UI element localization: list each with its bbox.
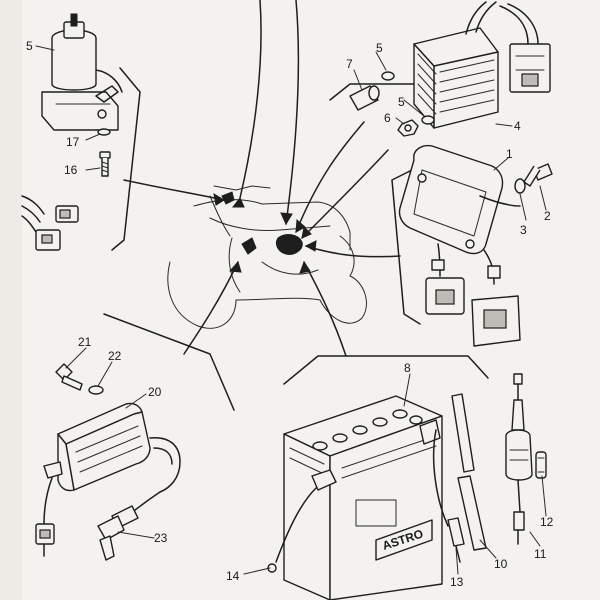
callout-3: 3: [520, 223, 527, 237]
callout-21: 21: [78, 335, 92, 349]
ignition-switch-assembly: [21, 13, 123, 251]
callout-17: 17: [66, 135, 80, 149]
callout-10: 10: [494, 557, 508, 571]
location-arrows: [123, 0, 401, 357]
callout-23: 23: [154, 531, 168, 545]
rectifier-assembly: [349, 1, 551, 137]
location-blob-switch: [221, 191, 235, 205]
callout-1: 1: [506, 147, 513, 161]
callout-11: 11: [534, 547, 547, 561]
frame-battery: [283, 355, 489, 385]
callout-13: 13: [450, 575, 464, 589]
group-frames: [103, 67, 495, 411]
callout-22: 22: [108, 349, 122, 363]
callout-4: 4: [514, 119, 521, 133]
callout-5-rectifier-top: 5: [376, 41, 383, 55]
callout-14: 14: [226, 569, 240, 583]
battery-assembly: ASTRO: [267, 393, 487, 600]
callout-5-rectifier-bottom: 5: [398, 95, 405, 109]
callout-8: 8: [404, 361, 411, 375]
frame-regulator: [391, 169, 421, 325]
callout-labels: 5 17 16 5 7 5 6 4 1 3 2 21 22 20 23 8 10…: [26, 39, 554, 589]
callout-16: 16: [64, 163, 78, 177]
frame-ignition-switch: [111, 67, 141, 251]
frame-coil: [103, 313, 235, 411]
location-blob-coil: [241, 237, 257, 255]
ignition-coil-assembly: [35, 363, 181, 561]
location-blob-regulator: [275, 234, 303, 255]
callout-6: 6: [384, 111, 391, 125]
fuse-holder-assembly: [505, 373, 547, 545]
regulator-assembly: [398, 144, 553, 347]
callout-7: 7: [346, 57, 353, 71]
callout-leaders: [35, 45, 547, 575]
motorcycle-outline: [167, 185, 367, 329]
callout-20: 20: [148, 385, 162, 399]
callout-5-switch: 5: [26, 39, 33, 53]
callout-12: 12: [540, 515, 554, 529]
callout-2: 2: [544, 209, 551, 223]
